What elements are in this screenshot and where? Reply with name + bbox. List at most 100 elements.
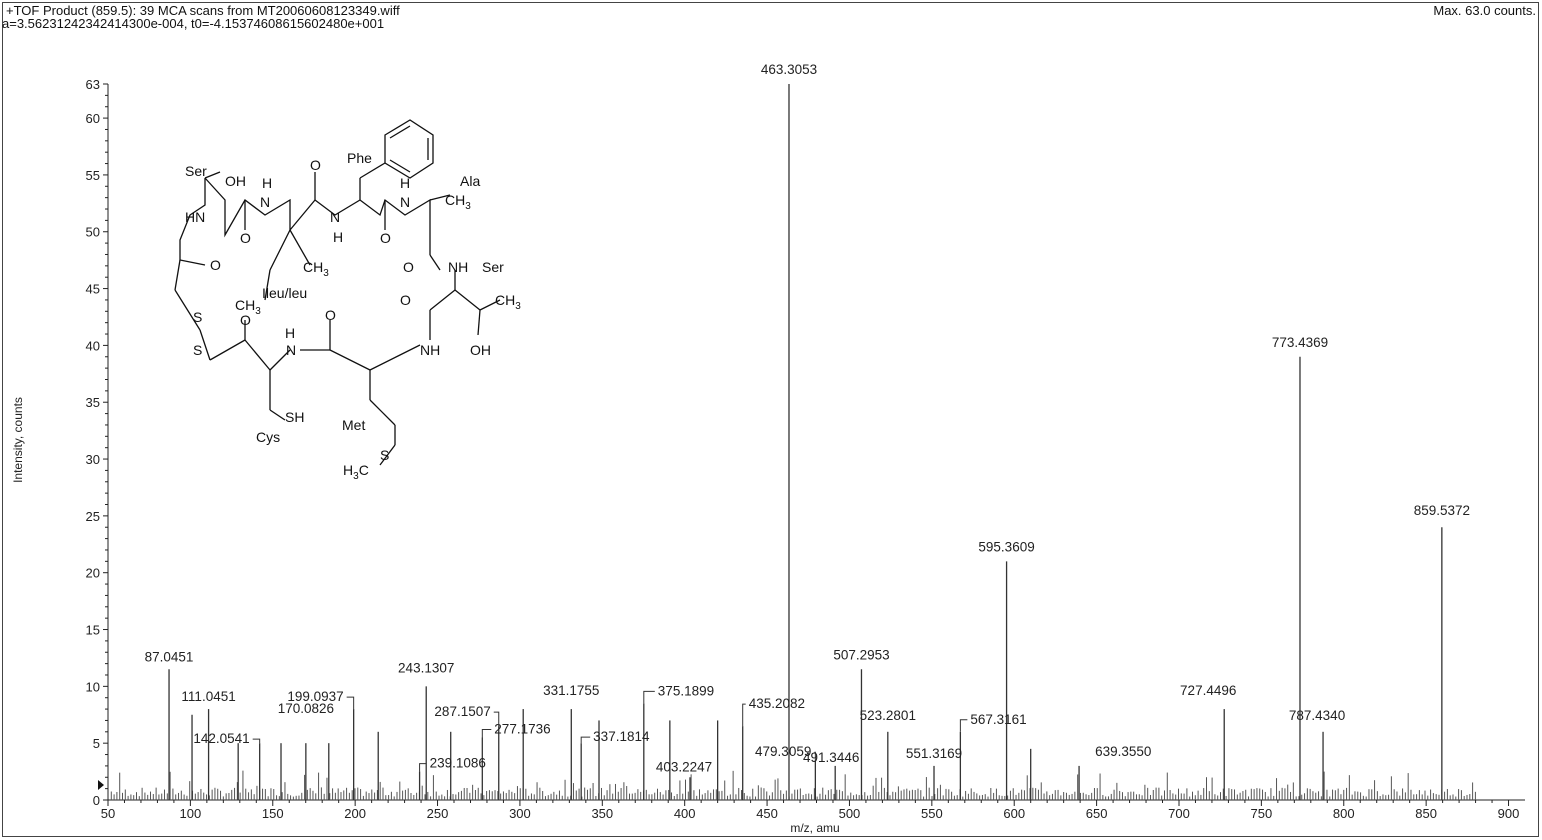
label-ch3-b: CH3 [303, 259, 329, 279]
peak-label: 435.2082 [749, 696, 805, 711]
y-tick-label: 0 [93, 793, 100, 808]
y-tick-label: 40 [86, 338, 100, 353]
peak-leader-line [959, 719, 968, 732]
label-o-4: O [210, 257, 221, 273]
y-tick-label: 50 [86, 225, 100, 240]
label-oh-2: OH [470, 342, 491, 358]
label-ala: Ala [460, 173, 480, 189]
peak-label: 507.2953 [833, 647, 889, 662]
y-tick-label: 30 [86, 452, 100, 467]
y-tick-label: 35 [86, 395, 100, 410]
y-tick-label: 25 [86, 509, 100, 524]
scan-title: +TOF Product (859.5): 39 MCA scans from … [6, 3, 400, 18]
peak-label: 170.0826 [278, 701, 334, 716]
peak-label: 199.0937 [287, 689, 343, 704]
label-n-4: N [286, 342, 296, 358]
peak-label: 463.3053 [761, 62, 817, 77]
y-tick-label: 45 [86, 282, 100, 297]
peak-label: 595.3609 [978, 539, 1034, 554]
x-tick-label: 100 [180, 806, 202, 821]
label-o-3: O [380, 230, 391, 246]
peak-leader-line [346, 696, 355, 710]
label-cys: Cys [256, 429, 280, 445]
x-tick-label: 600 [1003, 806, 1025, 821]
peak-label: 479.3059 [755, 744, 811, 759]
peak-label: 142.0541 [193, 731, 249, 746]
label-h-3: H [333, 229, 343, 245]
peak-label: 523.2801 [860, 708, 916, 723]
y-tick-label: 20 [86, 566, 100, 581]
label-sh: SH [285, 409, 304, 425]
label-o-5: O [403, 259, 414, 275]
peak-label: 403.2247 [656, 759, 712, 774]
label-s-2: S [193, 342, 202, 358]
peak-label: 337.1814 [593, 729, 650, 744]
peak-label: 87.0451 [145, 649, 194, 664]
peak-label: 277.1736 [494, 721, 550, 736]
label-ch3-a: CH3 [445, 192, 471, 212]
x-tick-label: 700 [1168, 806, 1190, 821]
y-tick-label: 60 [86, 111, 100, 126]
label-oh-1: OH [225, 173, 246, 189]
peak-leader-line [493, 711, 500, 727]
baseline-noise [110, 770, 1476, 800]
peak-leader-line [419, 763, 427, 772]
y-tick-label: 55 [86, 168, 100, 183]
label-phe: Phe [347, 150, 372, 166]
x-tick-label: 650 [1086, 806, 1108, 821]
x-tick-label: 400 [674, 806, 696, 821]
peak-leader-line [580, 736, 591, 744]
label-ser-2: Ser [482, 259, 504, 275]
x-tick-label: 550 [921, 806, 943, 821]
label-h-2: H [400, 175, 410, 191]
label-o-8: O [325, 307, 336, 323]
peak-label: 567.3161 [970, 712, 1026, 727]
label-o-7: O [240, 312, 251, 328]
peak-label: 111.0451 [181, 689, 235, 704]
label-h-1: H [262, 175, 272, 191]
peak-label: 491.3446 [803, 750, 859, 765]
x-tick-label: 50 [101, 806, 115, 821]
peak-label: 243.1307 [398, 660, 454, 675]
peak-label: 551.3169 [906, 746, 962, 761]
peaks [168, 84, 1443, 800]
x-tick-label: 500 [839, 806, 861, 821]
label-ser-1: Ser [185, 163, 207, 179]
label-o-2: O [240, 230, 251, 246]
peak-leader-line [814, 751, 816, 761]
peak-label: 773.4369 [1272, 335, 1328, 350]
label-s-3: S [380, 447, 389, 463]
label-nh-2: NH [420, 342, 440, 358]
label-n-2: N [330, 209, 340, 225]
calibration-params: a=3.56231242342414300e-004, t0=-4.153746… [2, 16, 385, 31]
y-tick-label: 15 [86, 623, 100, 638]
peak-leader-line [742, 703, 746, 727]
y-tick-label: 5 [93, 736, 100, 751]
label-met: Met [342, 417, 365, 433]
label-n-1: N [260, 194, 270, 210]
peak-label: 859.5372 [1414, 503, 1470, 518]
x-tick-label: 750 [1251, 806, 1273, 821]
x-tick-label: 900 [1498, 806, 1520, 821]
label-o-1: O [310, 157, 321, 173]
peak-leader-line [481, 728, 492, 738]
y-tick-label: 10 [86, 679, 100, 694]
peak-label: 787.4340 [1289, 708, 1345, 723]
label-o-6: O [400, 292, 411, 308]
peak-label: 287.1507 [434, 704, 490, 719]
peak-label: 639.3550 [1095, 744, 1151, 759]
label-ch3-d: CH3 [495, 292, 521, 312]
x-tick-label: 800 [1333, 806, 1355, 821]
max-counts-label: Max. 63.0 counts. [1433, 3, 1536, 18]
peptide-structure [174, 119, 501, 466]
label-s-1: S [193, 309, 202, 325]
peak-leader-line [252, 738, 261, 744]
x-axis-title: m/z, amu [790, 821, 839, 835]
origin-marker-icon [98, 780, 104, 790]
benzene-ring-icon [384, 119, 434, 179]
peak-leader-line [643, 690, 655, 704]
